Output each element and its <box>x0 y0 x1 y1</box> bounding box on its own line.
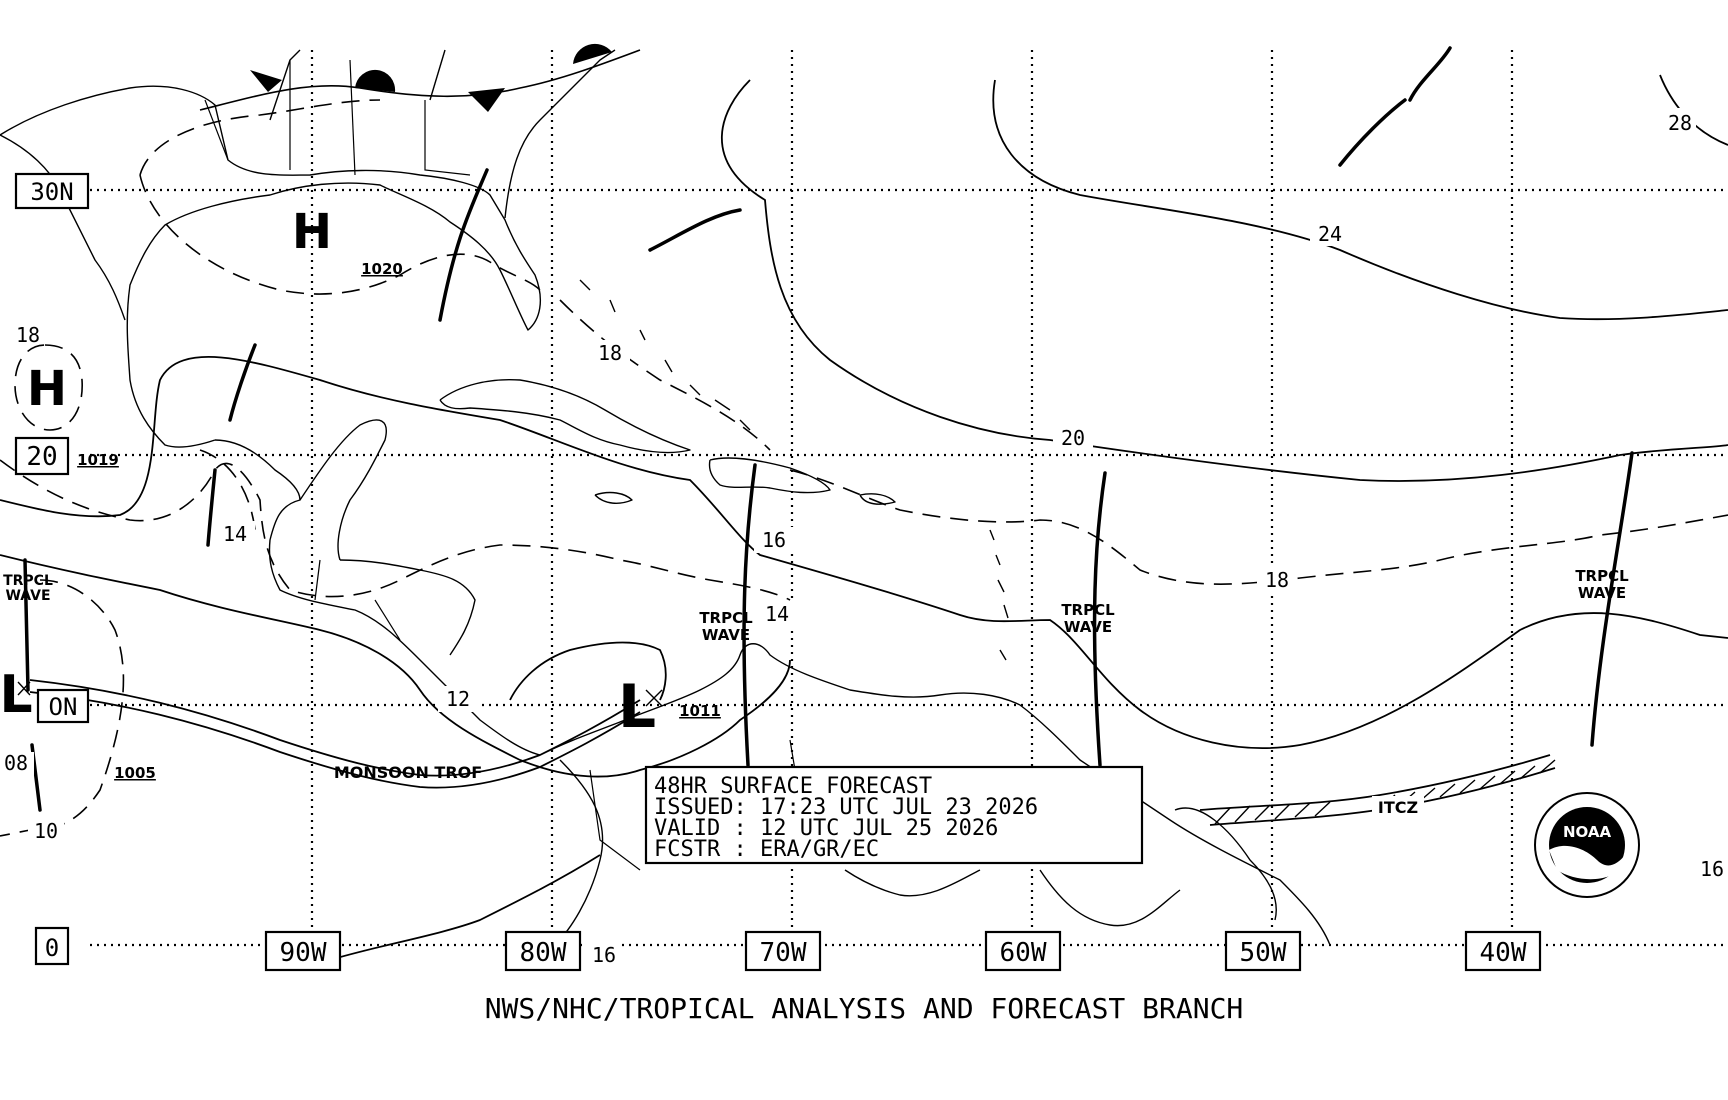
pressure-value: 1020 <box>361 260 403 278</box>
monsoon-trough <box>29 679 641 789</box>
lat-label-0: 0 <box>45 934 59 962</box>
forecast-forecaster: FCSTR : ERA/GR/EC <box>654 837 879 862</box>
forecast-issued: ISSUED: 17:23 UTC JUL 23 2026 <box>654 795 1038 820</box>
lat-label-10n: ON <box>49 693 78 721</box>
tropical-wave-label: TRPCL <box>3 573 53 589</box>
monsoon-trough-label: MONSOON TROF <box>334 763 482 782</box>
lat-lon-grid <box>90 50 1728 947</box>
tropical-wave-label: WAVE <box>5 588 50 604</box>
footer-credit: NWS/NHC/TROPICAL ANALYSIS AND FORECAST B… <box>485 992 1244 1025</box>
isobar-label: 14 <box>765 602 789 626</box>
forecast-valid: VALID : 12 UTC JUL 25 2026 <box>654 816 998 841</box>
pressure-value: 1019 <box>77 451 119 469</box>
political-borders <box>204 59 861 871</box>
tropical-wave-label: TRPCL <box>1061 601 1115 619</box>
isobars-solid <box>0 74 1728 961</box>
high-pressure-center: H <box>292 204 332 260</box>
low-pressure-center: L <box>0 665 33 725</box>
pressure-value: 1011 <box>679 702 721 720</box>
frontal-boundary <box>199 43 641 112</box>
tropical-wave-label: TRPCL <box>699 609 753 627</box>
lon-label-50w: 50W <box>1240 938 1287 968</box>
pressure-value: 1005 <box>114 764 156 782</box>
isobar-label: 14 <box>223 522 247 546</box>
isobar-label: 08 <box>4 751 28 775</box>
isobar-label: 20 <box>1061 426 1085 450</box>
isobar-label: 16 <box>1700 857 1724 881</box>
latitude-labels: 30N 20 ON 0 <box>14 172 90 966</box>
lon-label-40w: 40W <box>1480 938 1527 968</box>
isobar-label: 24 <box>1318 222 1342 246</box>
isobar-labels: 28 24 20 18 18 18 16 16 14 14 12 10 08 1… <box>0 108 1724 968</box>
noaa-logo-text: NOAA <box>1563 823 1612 841</box>
feature-labels: TRPCL WAVE TRPCL WAVE TRPCL WAVE TRPCL W… <box>3 567 1629 818</box>
tropical-wave-label: WAVE <box>1578 584 1626 602</box>
noaa-logo: NOAA <box>1534 792 1640 898</box>
isobar-label: 18 <box>16 323 40 347</box>
lon-label-90w: 90W <box>280 938 327 968</box>
forecast-info-box: 48HR SURFACE FORECAST ISSUED: 17:23 UTC … <box>644 765 1144 865</box>
isobar-label: 16 <box>592 943 616 967</box>
itcz-label: ITCZ <box>1378 798 1418 817</box>
longitude-labels: 90W 80W 70W 60W 50W 40W <box>264 930 1542 972</box>
tropical-waves <box>23 46 1634 812</box>
isobar-label: 28 <box>1668 111 1692 135</box>
lon-label-80w: 80W <box>520 938 567 968</box>
coastlines <box>0 49 1331 946</box>
tropical-wave-label: WAVE <box>1064 618 1112 636</box>
tropical-wave-label: TRPCL <box>1575 567 1629 585</box>
lat-label-30n: 30N <box>30 178 73 206</box>
forecast-title: 48HR SURFACE FORECAST <box>654 774 932 799</box>
isobars-dashed <box>0 99 1728 837</box>
lat-label-20: 20 <box>26 442 57 472</box>
lon-label-70w: 70W <box>760 938 807 968</box>
high-pressure-center: H <box>27 361 67 417</box>
isobar-label: 18 <box>1265 568 1289 592</box>
pressure-centers: H H L L <box>0 204 663 742</box>
tropical-wave-label: WAVE <box>702 626 750 644</box>
low-pressure-center: L <box>618 672 656 742</box>
lon-label-60w: 60W <box>1000 938 1047 968</box>
isobar-label: 12 <box>446 687 470 711</box>
isobar-label: 18 <box>598 341 622 365</box>
isobar-label: 10 <box>34 819 58 843</box>
isobar-label: 16 <box>762 528 786 552</box>
